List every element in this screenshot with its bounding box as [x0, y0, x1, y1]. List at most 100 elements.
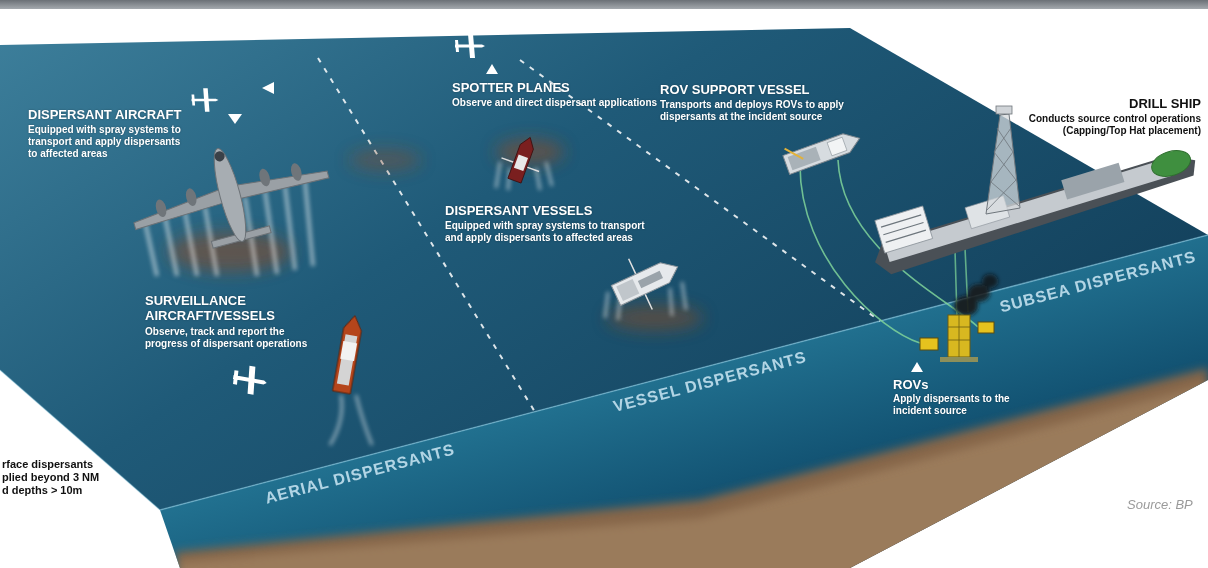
zone-label: SUBSEA DISPERSANTS	[998, 248, 1198, 317]
bop-detail	[948, 315, 970, 357]
vessel-crane	[785, 144, 804, 164]
callout-heading: SPOTTER PLANES	[452, 80, 570, 95]
label-anchor: DISPERSANT VESSELS	[445, 203, 592, 218]
vessel-hull	[783, 129, 863, 174]
label-anchor: Equipped with spray systems to transport…	[28, 124, 188, 160]
label-anchor: Apply dispersants to the incident source	[893, 393, 1033, 417]
vessel-cabin	[340, 341, 357, 361]
derrick-crown	[996, 106, 1012, 114]
vessel-hull	[333, 314, 364, 394]
wellhead-base	[940, 357, 978, 362]
aircraft-engine	[289, 162, 303, 182]
label-anchor: Conducts source control operations (Capp…	[1001, 113, 1201, 137]
dispersant-vessel	[496, 131, 549, 188]
pointer-triangle	[262, 82, 274, 94]
seabed	[175, 368, 1208, 568]
callout-heading: DRILL SHIP	[1001, 96, 1201, 111]
aircraft-engine	[184, 187, 198, 207]
callout-text: Transports and deploys ROVs to apply dis…	[660, 99, 855, 123]
pointer-triangle	[486, 64, 498, 74]
callout-heading: DISPERSANT AIRCRAFT	[28, 107, 181, 122]
seabed-group	[175, 368, 1208, 568]
oil-slicks	[168, 139, 703, 331]
callout-heading: ROV SUPPORT VESSEL	[660, 82, 810, 97]
header-bar	[0, 0, 1208, 9]
aircraft-cockpit	[214, 150, 226, 162]
label-anchor: Source: BP	[1127, 497, 1193, 512]
spotter-plane	[192, 88, 219, 111]
aircraft-engine	[154, 198, 168, 218]
callout-heading: SURVEILLANCE AIRCRAFT/VESSELS	[145, 293, 315, 323]
label-anchor: AERIAL DISPERSANTS	[263, 440, 457, 507]
label-anchor: rface dispersants plied beyond 3 NM d de…	[2, 458, 104, 497]
dispersant-vessel	[604, 241, 689, 320]
label-anchor: SURVEILLANCE AIRCRAFT/VESSELS	[145, 293, 315, 323]
label-anchor: Transports and deploys ROVs to apply dis…	[660, 99, 855, 123]
label-anchor: Observe, track and report the progress o…	[145, 326, 315, 350]
surveillance-plane	[231, 363, 269, 396]
surveillance-vessel	[333, 314, 364, 394]
block-edge	[160, 235, 1208, 510]
drill-derrick	[986, 106, 1020, 214]
oil-slick	[607, 305, 703, 331]
callout-heading: DISPERSANT VESSELS	[445, 203, 592, 218]
label-anchor: Equipped with spray systems to transport…	[445, 220, 650, 244]
zone-label: AERIAL DISPERSANTS	[263, 440, 457, 507]
ship-wake	[330, 395, 372, 445]
ship-helipad	[1148, 146, 1193, 181]
source-credit: Source: BP	[1127, 497, 1193, 512]
aircraft-engine	[257, 167, 271, 187]
oil-plume	[954, 274, 998, 316]
vessel-deck	[788, 147, 821, 170]
vessel-hull	[508, 135, 537, 183]
drill-ship	[863, 126, 1201, 278]
vessel-deck	[337, 334, 358, 385]
label-anchor: DRILL SHIP	[1001, 96, 1201, 111]
block-edge	[0, 370, 160, 510]
plane-body	[231, 363, 269, 396]
blowout-preventer	[948, 315, 970, 357]
label-anchor: ROV SUPPORT VESSEL	[660, 82, 810, 97]
oil-slick	[349, 149, 421, 171]
ship-deck	[884, 153, 1190, 262]
zone-label: VESSEL DISPERSANTS	[611, 348, 808, 416]
ship-windows	[881, 215, 926, 243]
callout-text: Observe, track and report the progress o…	[145, 326, 315, 350]
pointer-triangle	[911, 362, 923, 372]
rov-unit	[978, 322, 994, 333]
aircraft-fuselage	[208, 146, 252, 244]
callout-text: Conducts source control operations (Capp…	[1001, 113, 1201, 137]
label-anchor: SUBSEA DISPERSANTS	[998, 248, 1198, 317]
vessel-cabin	[616, 279, 639, 301]
label-anchor: SPOTTER PLANES	[452, 80, 570, 95]
callout-text: Equipped with spray systems to transport…	[28, 124, 188, 160]
derrick-lattice	[987, 128, 1019, 210]
plane-body	[455, 34, 485, 58]
seabed-sand	[178, 384, 1208, 568]
pointer-triangle	[228, 114, 242, 124]
callout-text: Observe and direct dispersant applicatio…	[452, 97, 657, 109]
label-anchor: DISPERSANT AIRCRAFT	[28, 107, 181, 122]
callout-heading: ROVs	[893, 377, 928, 392]
vessel-hull	[611, 257, 682, 306]
callout-text: Apply dispersants to the incident source	[893, 393, 1033, 417]
plane-body	[192, 88, 219, 111]
label-anchor: ROVs	[893, 377, 928, 392]
vessel-cabin	[514, 155, 528, 172]
rov-unit	[920, 338, 938, 350]
label-anchor: VESSEL DISPERSANTS	[611, 348, 808, 416]
ship-containers	[1061, 163, 1124, 200]
label-anchor: Observe and direct dispersant applicatio…	[452, 97, 657, 109]
plume-cloud	[982, 274, 998, 288]
spotter-plane	[455, 34, 485, 58]
vessel-deck	[638, 271, 663, 288]
ship-superstructure	[875, 206, 933, 253]
callout-text: Equipped with spray systems to transport…	[445, 220, 650, 244]
rov-support-vessel	[781, 123, 863, 174]
vessel-cabin	[827, 137, 847, 156]
note-text: rface dispersants plied beyond 3 NM d de…	[2, 458, 104, 497]
derrick-frame	[986, 114, 1020, 214]
